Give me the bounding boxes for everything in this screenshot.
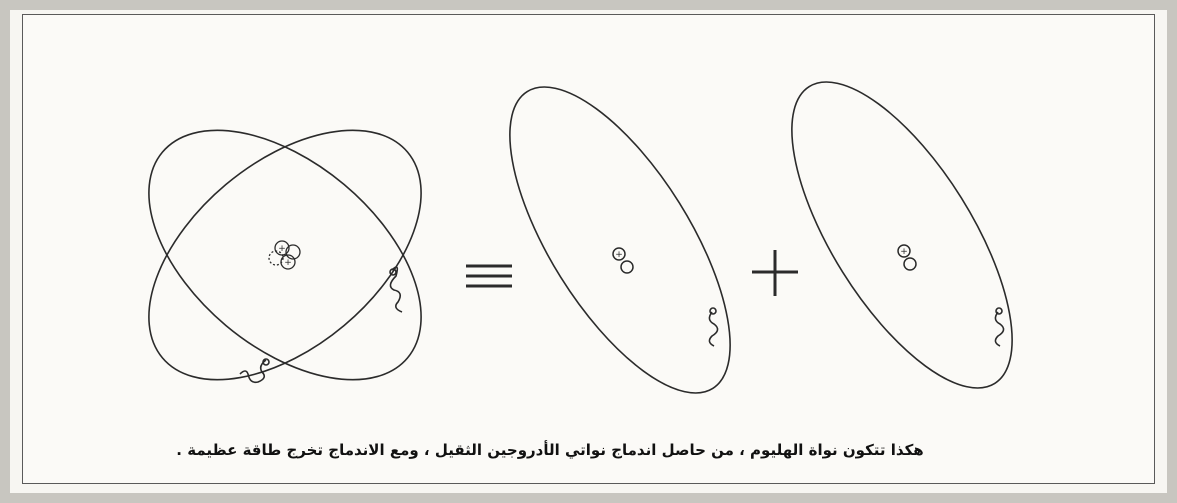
deuterium-1-orbit xyxy=(468,54,772,425)
helium-atom: + + xyxy=(103,82,466,429)
helium-electron-2 xyxy=(240,360,266,382)
equals-sign xyxy=(466,266,512,286)
deuterium-2-electron-dot xyxy=(996,308,1002,314)
deuterium-2-electron xyxy=(995,312,1003,346)
svg-text:+: + xyxy=(284,258,292,268)
helium-nucleus: + + xyxy=(269,241,300,269)
deuterium-2-orbit xyxy=(750,49,1054,420)
svg-text:+: + xyxy=(278,244,286,254)
deuterium-1-electron-dot xyxy=(710,308,716,314)
figure-caption: هكذا تتكون نواة الهليوم ، من حاصل اندماج… xyxy=(100,441,1000,459)
deuterium-1-nucleus: + xyxy=(613,248,633,273)
deuterium-2-nucleus: + xyxy=(898,245,916,270)
svg-text:+: + xyxy=(615,250,623,260)
plus-sign xyxy=(752,250,798,296)
deuterium-1-electron xyxy=(709,312,717,346)
deuterium-atom-2: + xyxy=(750,49,1054,420)
deuterium-atom-1: + xyxy=(468,54,772,425)
svg-text:+: + xyxy=(900,247,908,257)
